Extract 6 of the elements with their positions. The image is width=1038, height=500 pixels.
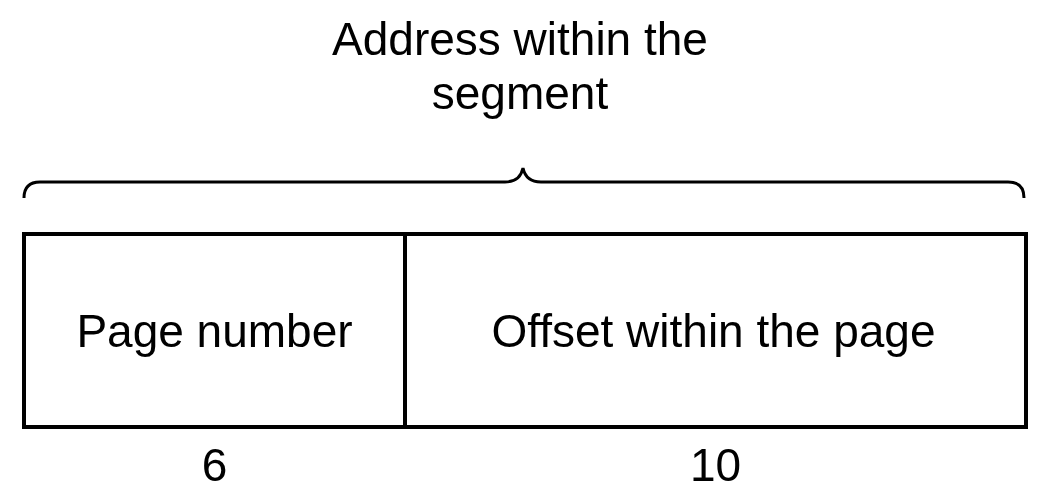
field-name: Offset within the page — [491, 303, 936, 359]
bit-count: 6 — [201, 439, 228, 491]
field-label: Address within the segment — [332, 13, 708, 119]
field-name: Page number — [76, 303, 353, 359]
field-box — [22, 232, 407, 429]
bit-count: 10 — [689, 439, 742, 491]
